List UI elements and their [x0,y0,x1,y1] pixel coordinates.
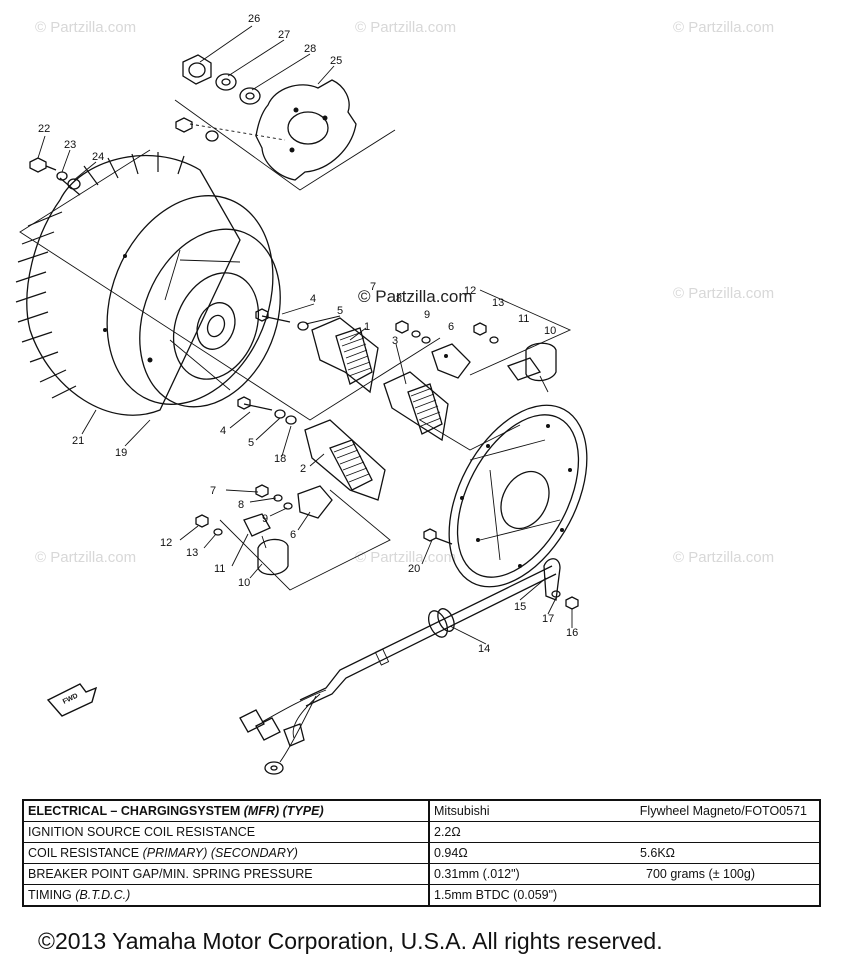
spec-row: TIMING (B.T.D.C.) 1.5mm BTDC (0.059") [22,884,821,907]
callout-25: 25 [330,55,342,67]
watermark: © Partzilla.com [35,19,136,36]
callout-28: 28 [304,43,316,55]
coils [304,317,449,501]
callout-8-upper: 8 [396,293,402,305]
spec-label: TIMING (B.T.D.C.) [22,884,430,907]
callout-4-upper: 4 [310,293,316,305]
watermark: © Partzilla.com [35,549,136,566]
callout-23: 23 [64,139,76,151]
callout-7-upper: 7 [370,281,376,293]
spec-value: 0.31mm (.012")700 grams (± 100g) [428,863,821,885]
callout-8-lower: 8 [238,499,244,511]
callout-6-upper: 6 [448,321,454,333]
callout-17: 17 [542,613,554,625]
callout-26: 26 [248,13,260,25]
callout-22: 22 [38,123,50,135]
callout-13-upper: 13 [492,297,504,309]
callout-7-lower: 7 [210,485,216,497]
coil-screws [237,308,309,425]
callout-19: 19 [115,447,127,459]
watermark-group: © Partzilla.com © Partzilla.com © Partzi… [35,19,774,566]
watermark: © Partzilla.com [673,549,774,566]
callout-9-upper: 9 [424,309,430,321]
assembly-outlines [19,99,572,591]
spec-value: 1.5mm BTDC (0.059") [428,884,821,907]
points-upper [395,320,557,393]
watermark: © Partzilla.com [673,285,774,302]
spec-row: COIL RESISTANCE (PRIMARY) (SECONDARY) 0.… [22,842,821,864]
callout-12-lower: 12 [160,537,172,549]
callout-5-upper: 5 [337,305,343,317]
callout-21: 21 [72,435,84,447]
callout-18: 18 [274,453,286,465]
callout-27: 27 [278,29,290,41]
spec-label: ELECTRICAL – CHARGINGSYSTEM (MFR) (TYPE) [22,799,430,822]
callout-24: 24 [92,151,104,163]
callout-20: 20 [408,563,420,575]
callout-10-lower: 10 [238,577,250,589]
spec-label: COIL RESISTANCE (PRIMARY) (SECONDARY) [22,842,430,864]
watermark: © Partzilla.com [355,549,456,566]
spec-value: 2.2Ω [428,821,821,843]
points-lower [195,484,333,576]
spec-row: ELECTRICAL – CHARGINGSYSTEM (MFR) (TYPE)… [22,799,821,822]
callout-10-upper: 10 [544,325,556,337]
callout-2: 2 [300,463,306,475]
wire-harness [239,558,579,775]
spec-row: IGNITION SOURCE COIL RESISTANCE 2.2Ω [22,821,821,843]
callout-4-lower: 4 [220,425,226,437]
callout-3: 3 [392,335,398,347]
callout-6-lower: 6 [290,529,296,541]
callout-5-lower: 5 [248,437,254,449]
callout-13-lower: 13 [186,547,198,559]
spec-row: BREAKER POINT GAP/MIN. SPRING PRESSURE 0… [22,863,821,885]
callout-16: 16 [566,627,578,639]
callout-11-upper: 11 [518,313,529,325]
fwd-arrow-icon: FWD [46,683,98,717]
callout-9-lower: 9 [262,513,268,525]
screw-set-upper-left [29,157,81,190]
copyright-notice: ©2013 Yamaha Motor Corporation, U.S.A. A… [38,928,663,954]
watermark: © Partzilla.com [673,19,774,36]
callout-15: 15 [514,601,526,613]
watermark-center: © Partzilla.com [358,287,473,306]
leader-lines [37,25,573,645]
callout-11-lower: 11 [214,563,225,575]
spec-label: BREAKER POINT GAP/MIN. SPRING PRESSURE [22,863,430,885]
watermark: © Partzilla.com [355,19,456,36]
exploded-parts-diagram: © Partzilla.com © Partzilla.com © Partzi… [15,13,774,775]
top-hardware [175,54,357,181]
callout-1: 1 [364,321,370,333]
stator-base-plate [423,404,588,588]
specifications-table: ELECTRICAL – CHARGINGSYSTEM (MFR) (TYPE)… [22,799,821,907]
flywheel-rotor [15,152,281,416]
spec-label: IGNITION SOURCE COIL RESISTANCE [22,821,430,843]
callouts: 26 27 28 25 22 23 24 21 19 4 5 1 3 7 8 9… [38,13,578,655]
callout-12-upper: 12 [464,285,476,297]
callout-14: 14 [478,643,490,655]
